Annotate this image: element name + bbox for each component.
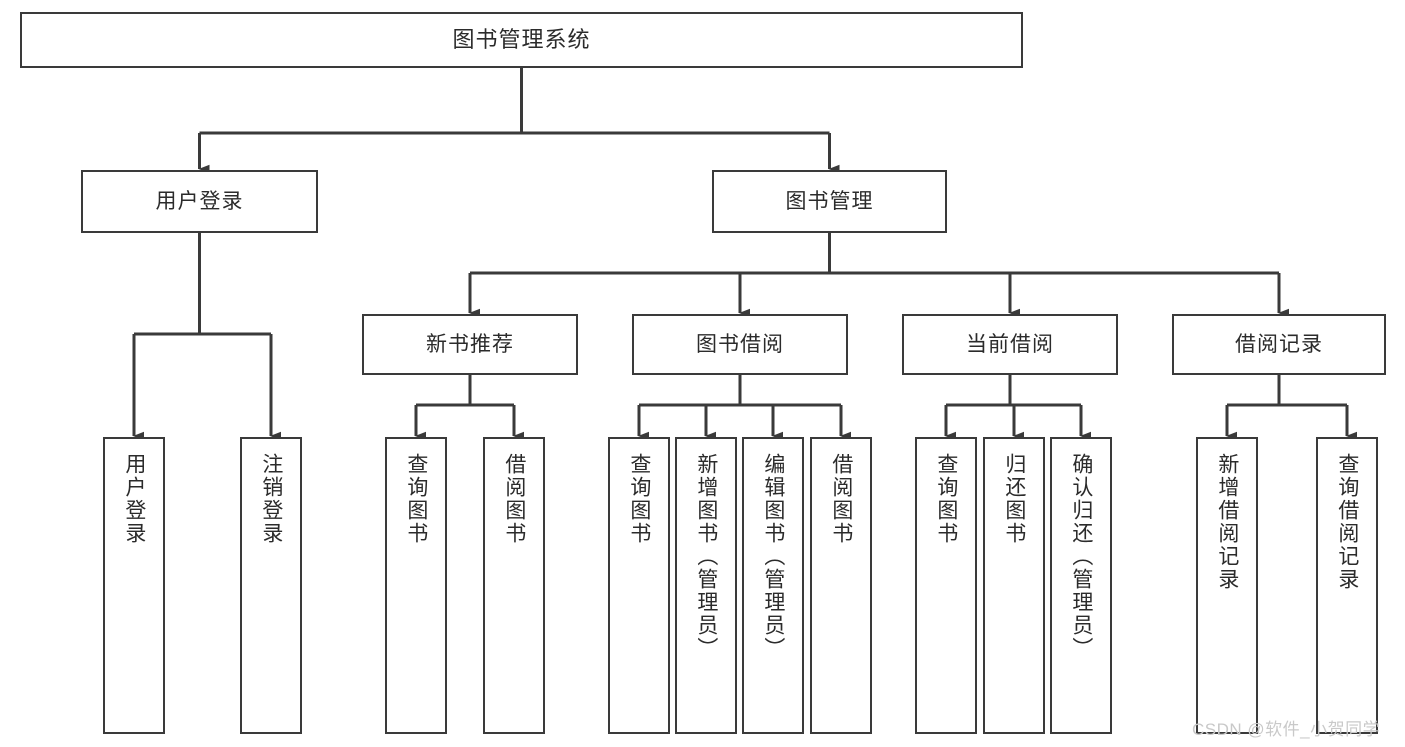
node-leaf-recommend-borrow[interactable]: 借阅图书 <box>483 437 545 734</box>
node-leaf-record-query[interactable]: 查询借阅记录 <box>1316 437 1378 734</box>
node-leaf-record-add[interactable]: 新增借阅记录 <box>1196 437 1258 734</box>
node-leaf-borrow-add[interactable]: 新增图书（管理员） <box>675 437 737 734</box>
node-label: 当前借阅 <box>966 332 1054 356</box>
node-label: 图书借阅 <box>696 332 784 356</box>
node-leaf-current-confirm[interactable]: 确认归还（管理员） <box>1050 437 1112 734</box>
node-book-manage[interactable]: 图书管理 <box>712 170 947 233</box>
node-leaf-borrow-do[interactable]: 借阅图书 <box>810 437 872 734</box>
node-label: 编辑图书（管理员） <box>761 453 785 660</box>
node-label: 确认归还（管理员） <box>1069 453 1093 660</box>
node-label: 新书推荐 <box>426 332 514 356</box>
node-label: 注销登录 <box>259 453 283 545</box>
node-book-borrow[interactable]: 图书借阅 <box>632 314 848 375</box>
node-leaf-borrow-query[interactable]: 查询图书 <box>608 437 670 734</box>
node-label: 新增借阅记录 <box>1215 453 1239 591</box>
node-current-borrow[interactable]: 当前借阅 <box>902 314 1118 375</box>
node-label: 归还图书 <box>1002 453 1026 545</box>
node-label: 图书管理 <box>785 189 874 213</box>
node-label: 用户登录 <box>155 189 244 213</box>
node-new-book-recommend[interactable]: 新书推荐 <box>362 314 578 375</box>
node-label: 图书管理系统 <box>452 26 591 52</box>
node-label: 借阅图书 <box>829 453 853 545</box>
watermark-label: CSDN @软件_小贺同学 <box>1192 720 1381 739</box>
node-leaf-borrow-edit[interactable]: 编辑图书（管理员） <box>742 437 804 734</box>
node-leaf-user-login[interactable]: 用户登录 <box>103 437 165 734</box>
node-label: 用户登录 <box>122 453 146 545</box>
node-leaf-recommend-query[interactable]: 查询图书 <box>385 437 447 734</box>
node-user-login[interactable]: 用户登录 <box>81 170 318 233</box>
node-leaf-user-logout[interactable]: 注销登录 <box>240 437 302 734</box>
connector-lines <box>132 68 1357 441</box>
node-borrow-record[interactable]: 借阅记录 <box>1172 314 1386 375</box>
node-label: 借阅记录 <box>1235 332 1323 356</box>
node-label: 查询图书 <box>404 453 428 545</box>
node-label: 查询图书 <box>934 453 958 545</box>
node-leaf-current-return[interactable]: 归还图书 <box>983 437 1045 734</box>
node-root[interactable]: 图书管理系统 <box>20 12 1023 68</box>
node-label: 查询图书 <box>627 453 651 545</box>
node-leaf-current-query[interactable]: 查询图书 <box>915 437 977 734</box>
node-label: 借阅图书 <box>502 453 526 545</box>
node-label: 查询借阅记录 <box>1335 453 1359 591</box>
node-label: 新增图书（管理员） <box>694 453 718 660</box>
